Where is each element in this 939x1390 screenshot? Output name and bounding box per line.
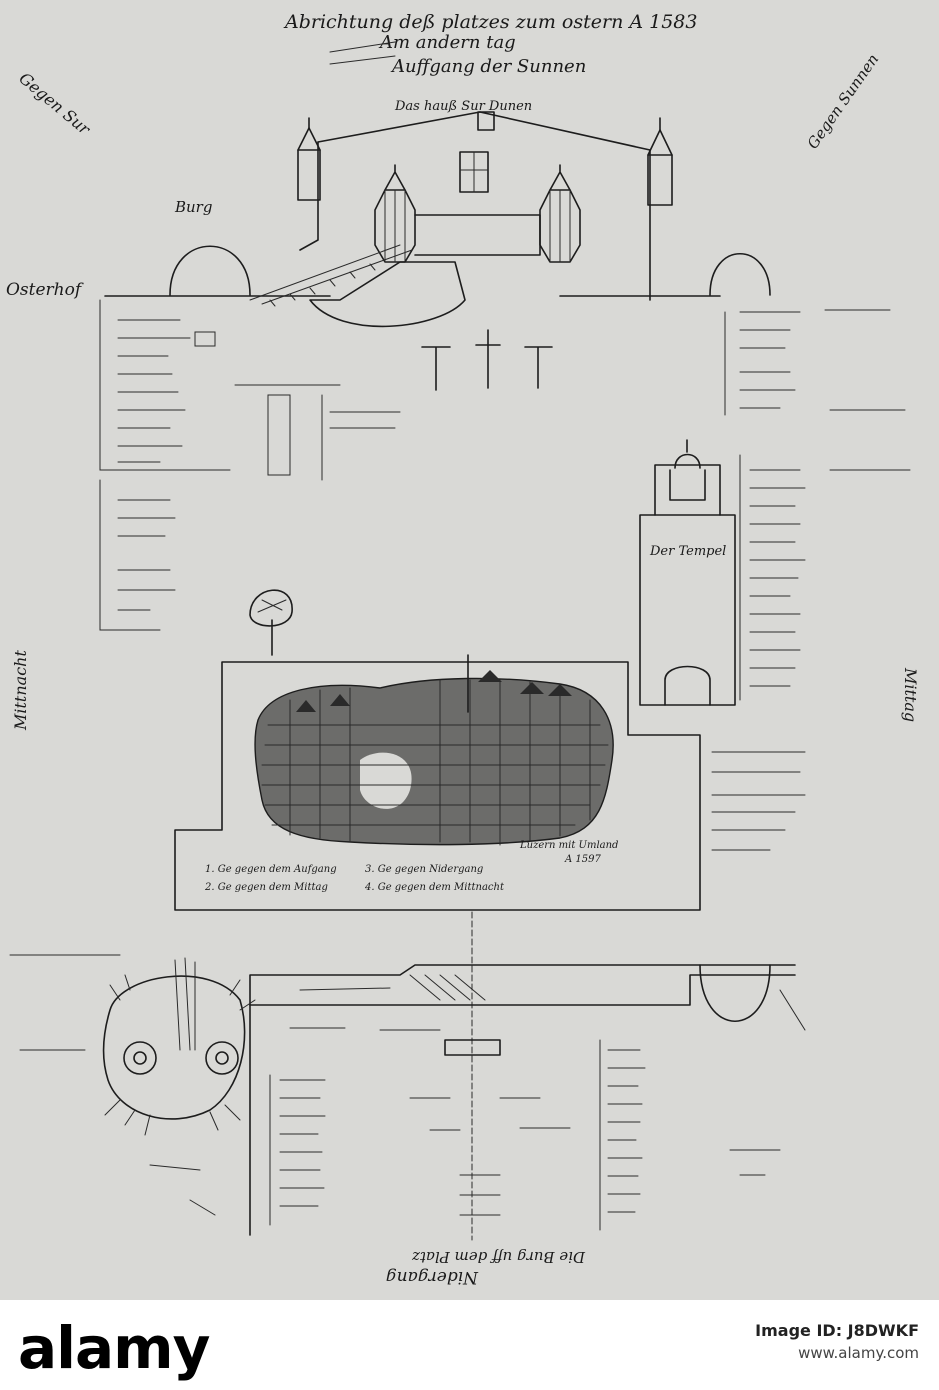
- left-margin-top-label: Gegen Sur: [15, 69, 94, 140]
- tall-tower: [639, 439, 736, 706]
- stock-footer: alamy Image ID: J8DWKF www.alamy.com: [0, 1300, 939, 1390]
- three-crosses: [421, 329, 553, 391]
- manuscript-sheet: Abrichtung deß platzes zum ostern A 1583…: [0, 0, 939, 1300]
- creature-drawing: [102, 957, 256, 1136]
- map-legend-4: 4. Ge gegen dem Mittnacht: [364, 882, 505, 893]
- bottom-left-scribbles: [9, 954, 216, 1216]
- title-line-3: Auffgang der Sunnen: [390, 56, 586, 77]
- map-caption-year: A 1597: [564, 854, 601, 865]
- burg-label: Burg: [174, 198, 212, 216]
- mound-and-stairs: [104, 244, 771, 328]
- alamy-logo: alamy: [18, 1314, 210, 1382]
- bottom-center-label: Nidergang: [386, 1267, 479, 1287]
- footer-info: Image ID: J8DWKF www.alamy.com: [489, 1320, 919, 1364]
- map-legend-2: 2. Ge gegen dem Mittag: [204, 882, 328, 893]
- bottom-mirrored-label: Die Burg uff dem Platz: [412, 1248, 586, 1266]
- title-line-2: Am andern tag: [378, 32, 516, 53]
- image-id-label: Image ID: J8DWKF: [755, 1321, 919, 1340]
- left-margin-lower-label: Mittnacht: [11, 650, 30, 731]
- manuscript-drawing: Abrichtung deß platzes zum ostern A 1583…: [6, 11, 920, 1287]
- title-line-1: Abrichtung deß platzes zum ostern A 1583: [283, 11, 697, 33]
- title-pointer-strokes: [329, 41, 396, 65]
- town-map-buildings: [254, 654, 614, 846]
- site-url: www.alamy.com: [798, 1344, 919, 1362]
- tree: [249, 589, 293, 656]
- map-legend-3: 3. Ge gegen Nidergang: [365, 864, 483, 875]
- right-margin-mid-label: Mittag: [901, 667, 920, 722]
- tall-tower-label: Der Tempel: [649, 544, 726, 559]
- town-map-frame: [174, 661, 701, 911]
- right-margin-top-label: Gegen Sunnen: [804, 51, 883, 153]
- top-building: [297, 111, 673, 301]
- left-margin-mid-label: Osterhof: [6, 280, 84, 300]
- bottom-right-scribbles: [729, 989, 806, 1176]
- octagonal-towers: [374, 164, 581, 263]
- lower-enclosure: [249, 964, 796, 1236]
- map-legend-1: 1. Ge gegen dem Aufgang: [205, 864, 337, 875]
- map-caption-right: Luzern mit Umland: [519, 840, 618, 851]
- right-lists: [711, 309, 911, 851]
- top-center-label: Das hauß Sur Dunen: [394, 99, 532, 114]
- left-list-box: [99, 299, 401, 631]
